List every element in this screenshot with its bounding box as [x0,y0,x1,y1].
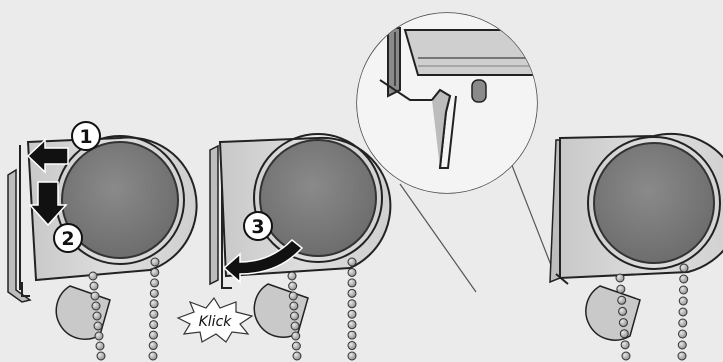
step-number-1: 1 [79,126,92,148]
chain-bead [347,351,357,361]
roller-unit-2 [209,133,392,338]
chain-bead [89,281,99,291]
arrow-down-icon [28,181,68,227]
chain-bead [93,321,103,331]
roller-unit-1 [7,135,198,340]
chain-bead [347,257,357,267]
chain-bead [290,321,300,331]
magnifier-circle [356,12,557,293]
chain-bead [149,309,159,319]
chain-bead [288,281,298,291]
chain-bead [150,267,160,277]
chain-bead [618,318,628,328]
chain-bead [621,351,631,361]
chain-bead [291,331,301,341]
chain-bead [91,301,101,311]
chain-bead [347,320,357,330]
chain-bead [619,329,629,339]
chain-bead [149,320,159,330]
chain-bead [677,340,687,350]
chain-bead [616,284,626,294]
klick-burst: Klick [176,296,254,343]
chain-bead [92,311,102,321]
chain-bead [678,329,687,339]
chain-bead [347,330,357,340]
roller-unit-3 [549,132,723,341]
chain-bead [678,296,688,306]
chain-bead [347,278,357,288]
chain-bead [679,263,689,273]
chain-bead [290,311,299,321]
chain-bead [94,331,104,341]
chain-bead [679,285,688,295]
chain-bead [149,299,159,309]
bead-chain-3a [615,273,631,361]
chain-bead [88,271,98,281]
chain-bead [678,307,688,317]
chain-bead [347,267,357,277]
step-number-2: 2 [61,228,74,250]
bead-chain-1a [88,271,106,361]
step-number-3: 3 [251,216,264,238]
klick-label: Klick [199,314,233,330]
chain-bead [347,299,357,309]
chain-bead [292,351,302,361]
chain-bead [95,341,105,351]
chain-bead [347,288,357,298]
chain-bead [150,278,160,288]
bead-chain-3b [677,263,689,361]
step-badge-1: 1 [71,121,101,151]
chain-bead [96,351,106,361]
bead-chain-2b [347,257,357,361]
step-badge-3: 3 [243,211,273,241]
chain-bead [287,271,297,281]
chain-bead [289,301,299,311]
chain-bead [148,330,158,340]
chain-bead [347,341,357,351]
chain-bead [90,291,100,301]
chain-bead [618,306,628,316]
chain-bead [288,291,298,301]
chain-bead [620,340,630,350]
chain-bead [291,341,301,351]
chain-bead [617,295,627,305]
chain-bead [677,351,687,361]
arrow-left-icon [26,138,69,174]
chain-bead [679,274,689,284]
chain-bead [149,288,159,298]
chain-bead [615,273,625,283]
bead-chain-1b [148,257,160,361]
arrow-curved-icon [222,238,304,284]
step-badge-2: 2 [53,223,83,253]
chain-bead [678,318,688,328]
chain-bead [150,257,160,267]
chain-bead [347,309,357,319]
chain-bead [148,341,158,351]
chain-bead [148,351,158,361]
bead-chain-2a [287,271,302,361]
